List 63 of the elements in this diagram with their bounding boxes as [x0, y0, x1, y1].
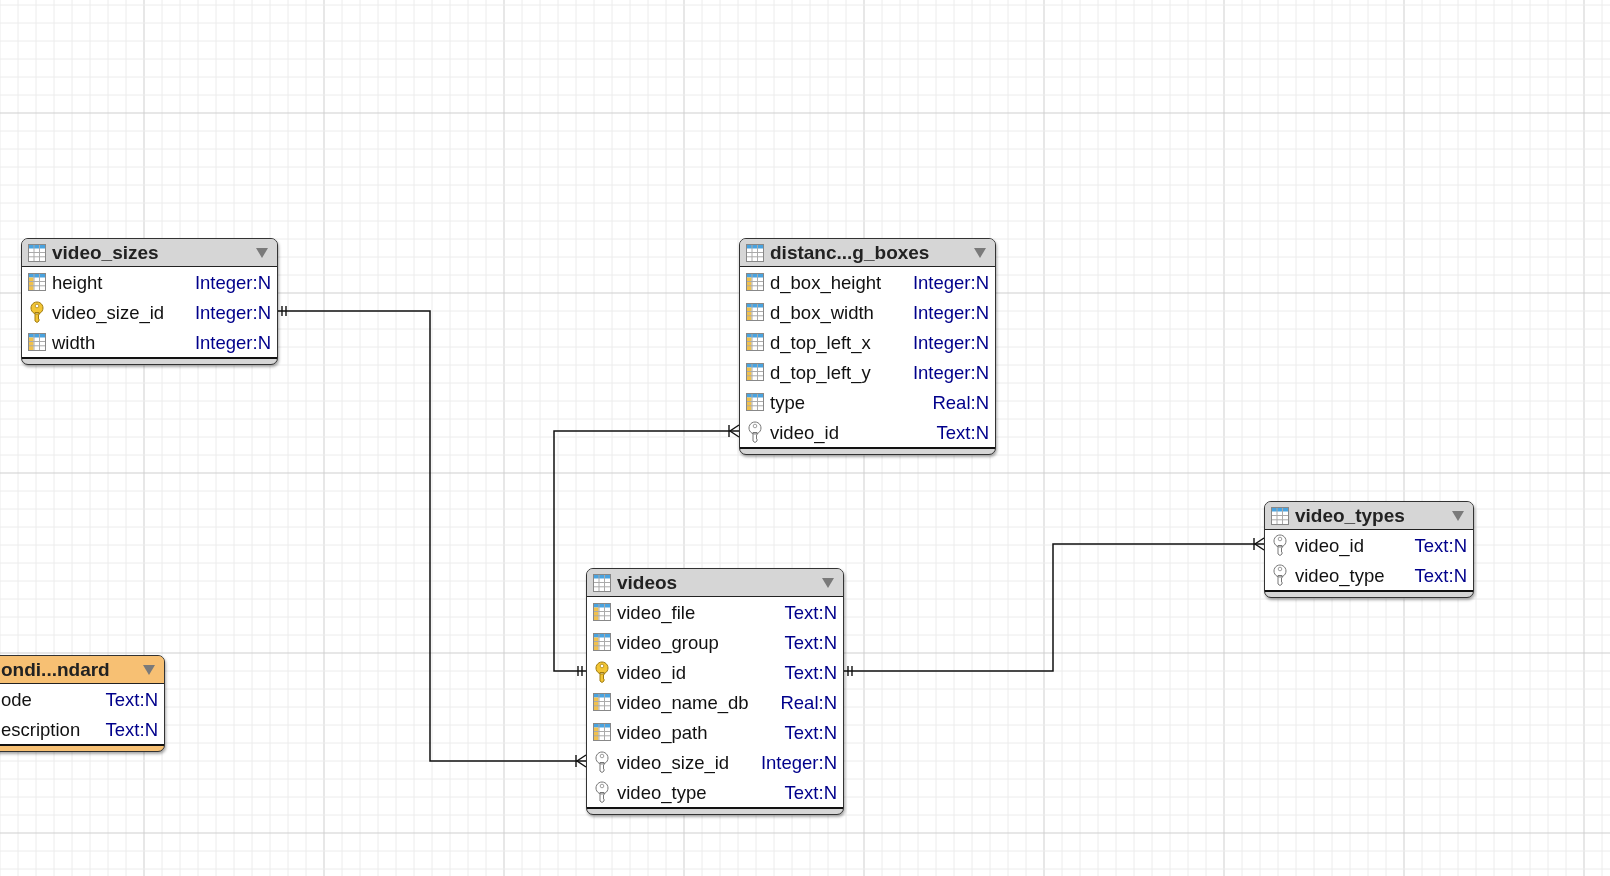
table-title: video_sizes — [52, 242, 159, 264]
entity-table — [21, 238, 278, 365]
table-title: distanc...g_boxes — [770, 242, 930, 264]
column-type: Real:N — [932, 392, 989, 414]
column-type: Integer:N — [760, 752, 837, 774]
column-name: video_type — [617, 782, 707, 804]
table-row — [740, 417, 995, 447]
column-type: Text:N — [784, 632, 837, 654]
column-type: Text:N — [1414, 535, 1467, 557]
table-row — [587, 777, 843, 807]
table-title: video_types — [1295, 505, 1405, 527]
entity-table — [0, 655, 165, 752]
entity-table — [1264, 501, 1474, 598]
column-name: video_name_db — [617, 692, 749, 714]
column-name: d_top_left_x — [770, 332, 871, 354]
column-name: video_id — [617, 662, 686, 684]
column-name: height — [52, 272, 103, 294]
relationship-line — [553, 424, 740, 677]
table-row — [22, 267, 277, 297]
column-type: Text:N — [105, 719, 158, 741]
column-name: escription — [1, 719, 81, 741]
column-name: d_box_width — [770, 302, 874, 324]
table-row — [1265, 530, 1473, 560]
table-title: ondi...ndard — [1, 659, 110, 681]
column-type: Real:N — [780, 692, 837, 714]
column-name: video_file — [617, 602, 696, 624]
column-name: video_type — [1295, 565, 1385, 587]
relationship-line — [277, 305, 587, 768]
column-type: Integer:N — [194, 332, 271, 354]
column-name: video_path — [617, 722, 708, 744]
column-type: Text:N — [784, 782, 837, 804]
column-type: Integer:N — [912, 272, 989, 294]
column-type: Integer:N — [912, 332, 989, 354]
column-name: d_box_height — [770, 272, 882, 294]
column-name: d_top_left_y — [770, 362, 871, 384]
relationship-line — [843, 537, 1265, 677]
column-type: Integer:N — [912, 362, 989, 384]
table-row — [0, 714, 164, 744]
column-type: Text:N — [784, 602, 837, 624]
table-row — [740, 267, 995, 297]
column-type: Text:N — [1414, 565, 1467, 587]
column-type: Integer:N — [194, 272, 271, 294]
column-name: type — [770, 392, 805, 414]
column-type: Text:N — [105, 689, 158, 711]
column-name: ode — [1, 689, 32, 711]
column-type: Integer:N — [912, 302, 989, 324]
table-row — [0, 684, 164, 714]
column-name: video_id — [770, 422, 839, 444]
column-name: width — [52, 332, 96, 354]
column-type: Integer:N — [194, 302, 271, 324]
column-name: video_size_id — [617, 752, 730, 774]
column-type: Text:N — [784, 662, 837, 684]
entity-table — [739, 238, 996, 455]
table-row — [22, 327, 277, 357]
table-row — [1265, 560, 1473, 590]
table-title: videos — [617, 572, 678, 594]
entity-table — [586, 568, 844, 815]
column-type: Text:N — [936, 422, 989, 444]
table-row — [587, 597, 843, 627]
column-name: video_group — [617, 632, 719, 654]
column-name: video_size_id — [52, 302, 165, 324]
column-name: video_id — [1295, 535, 1364, 557]
column-type: Text:N — [784, 722, 837, 744]
